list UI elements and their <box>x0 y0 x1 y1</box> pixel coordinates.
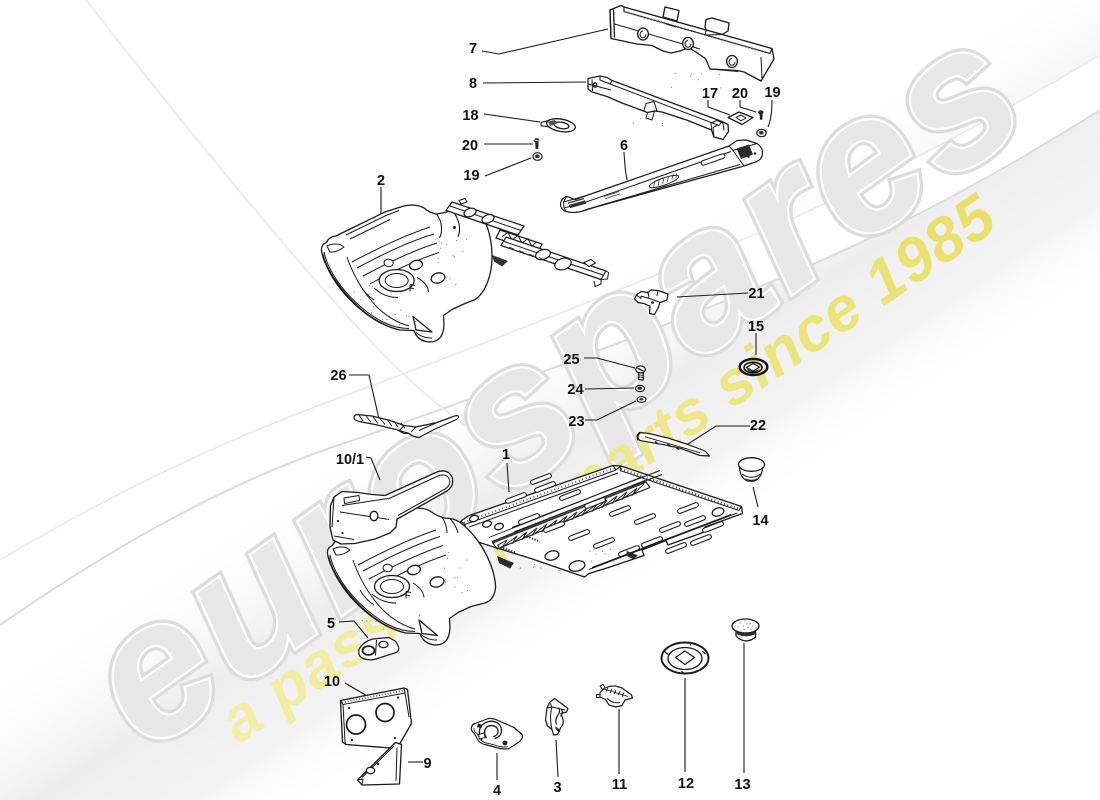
svg-text:17: 17 <box>702 86 718 102</box>
svg-text:4: 4 <box>493 783 501 799</box>
svg-text:1: 1 <box>502 447 510 463</box>
svg-text:14: 14 <box>752 513 768 529</box>
svg-text:10/1: 10/1 <box>336 452 364 468</box>
svg-text:21: 21 <box>748 286 764 302</box>
svg-text:7: 7 <box>469 41 477 57</box>
svg-text:9: 9 <box>423 756 431 772</box>
svg-text:8: 8 <box>469 76 477 92</box>
svg-text:12: 12 <box>678 776 694 792</box>
svg-text:3: 3 <box>553 780 561 796</box>
svg-text:24: 24 <box>567 382 583 398</box>
svg-text:13: 13 <box>734 777 750 793</box>
svg-text:19: 19 <box>463 168 479 184</box>
svg-text:11: 11 <box>612 777 627 793</box>
svg-text:2: 2 <box>377 173 385 189</box>
svg-text:6: 6 <box>620 138 628 154</box>
svg-text:23: 23 <box>568 414 584 430</box>
svg-text:15: 15 <box>748 319 764 335</box>
svg-text:20: 20 <box>462 138 478 154</box>
svg-text:26: 26 <box>330 368 346 384</box>
svg-text:20: 20 <box>732 86 748 102</box>
svg-text:22: 22 <box>750 418 766 434</box>
svg-text:18: 18 <box>462 108 478 124</box>
svg-text:25: 25 <box>563 352 579 368</box>
svg-text:19: 19 <box>764 85 780 101</box>
svg-text:10: 10 <box>324 674 340 690</box>
svg-text:5: 5 <box>327 616 335 632</box>
